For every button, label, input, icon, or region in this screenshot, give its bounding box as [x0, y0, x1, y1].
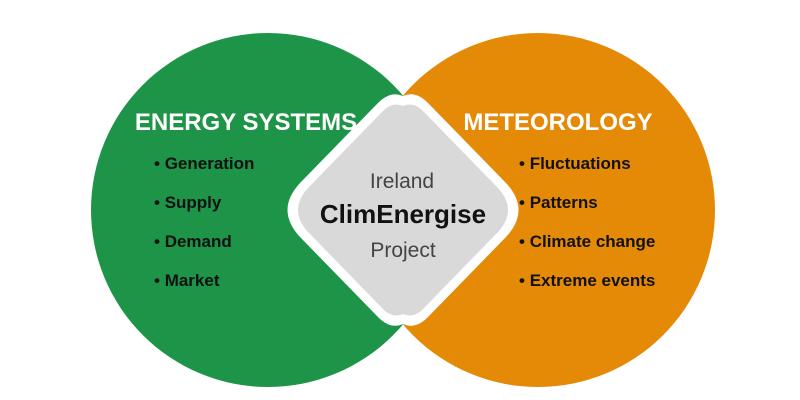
bullet-icon: • [519, 271, 530, 290]
energy-systems-list-item: • Supply [154, 193, 222, 212]
bullet-icon: • [519, 154, 530, 173]
center-line-climenergise: ClimEnergise [320, 199, 486, 229]
energy-systems-list-item: • Generation [154, 154, 254, 173]
meteorology-list-item: • Fluctuations [519, 154, 631, 173]
center-line-ireland: Ireland [370, 170, 434, 193]
meteorology-list-item: • Patterns [519, 193, 598, 212]
bullet-icon: • [519, 232, 530, 251]
meteorology-list-item: • Extreme events [519, 271, 655, 290]
bullet-icon: • [154, 232, 165, 251]
energy-systems-list-item: • Market [154, 271, 220, 290]
meteorology-list: • Fluctuations • Patterns • Climate change… [519, 154, 655, 290]
meteorology-title: METEOROLOGY [463, 109, 652, 136]
bullet-icon: • [519, 193, 530, 212]
energy-systems-list: • Generation • Supply • Demand • Market [154, 154, 254, 290]
overlap-region [298, 104, 508, 316]
bullet-icon: • [154, 193, 165, 212]
meteorology-list-item: • Climate change [519, 232, 655, 251]
bullet-icon: • [154, 271, 165, 290]
energy-systems-title: ENERGY SYSTEMS [135, 109, 357, 136]
energy-systems-list-item: • Demand [154, 232, 232, 251]
meteorology-circle [361, 33, 715, 387]
center-line-project: Project [370, 239, 436, 262]
energy-systems-circle [91, 33, 445, 387]
bullet-icon: • [154, 154, 165, 173]
